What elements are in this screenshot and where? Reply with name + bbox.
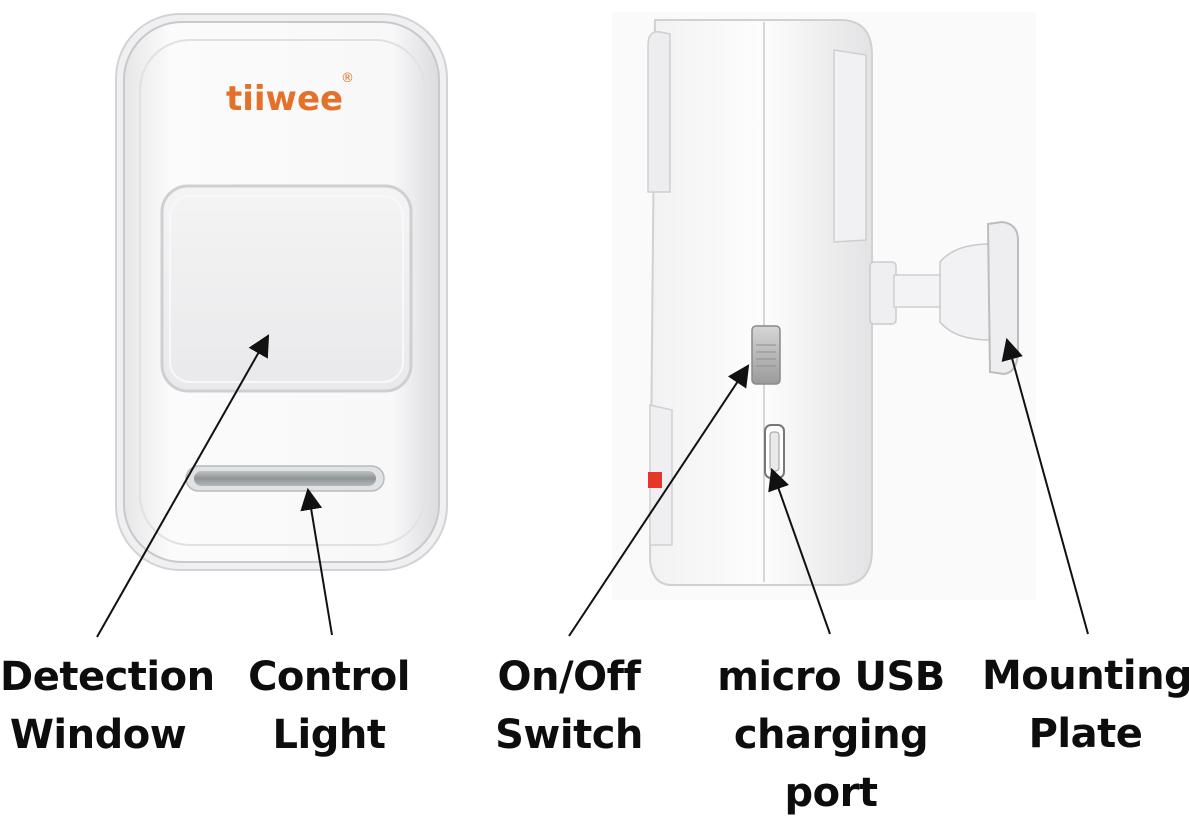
- arrow-on-off-switch: [568, 364, 750, 637]
- control-light-bar: [185, 465, 385, 492]
- side-sensor: [612, 12, 1036, 600]
- arrow-control-light: [300, 487, 333, 636]
- registered-mark: ®: [341, 71, 354, 86]
- arrow-detection-window: [96, 334, 270, 638]
- arrow-usb-port: [768, 467, 831, 635]
- front-sensor: [115, 13, 448, 571]
- mounting-plate: [869, 220, 1019, 376]
- micro-usb-port: [764, 424, 785, 479]
- arrow-mounting-plate: [1001, 337, 1089, 635]
- brand-logo: tiiwee: [226, 79, 343, 119]
- on-off-switch: [751, 325, 781, 385]
- annotation-arrows: [96, 334, 1089, 638]
- label-mounting-plate: Mounting Plate: [982, 653, 1189, 757]
- label-control-light: Control Light: [248, 654, 410, 758]
- label-micro-usb-port: micro USB charging port: [717, 654, 945, 816]
- label-detection-window: Detection Window: [0, 654, 215, 758]
- detection-window-lens: [160, 184, 413, 393]
- label-on-off-switch: On/Off Switch: [495, 654, 643, 758]
